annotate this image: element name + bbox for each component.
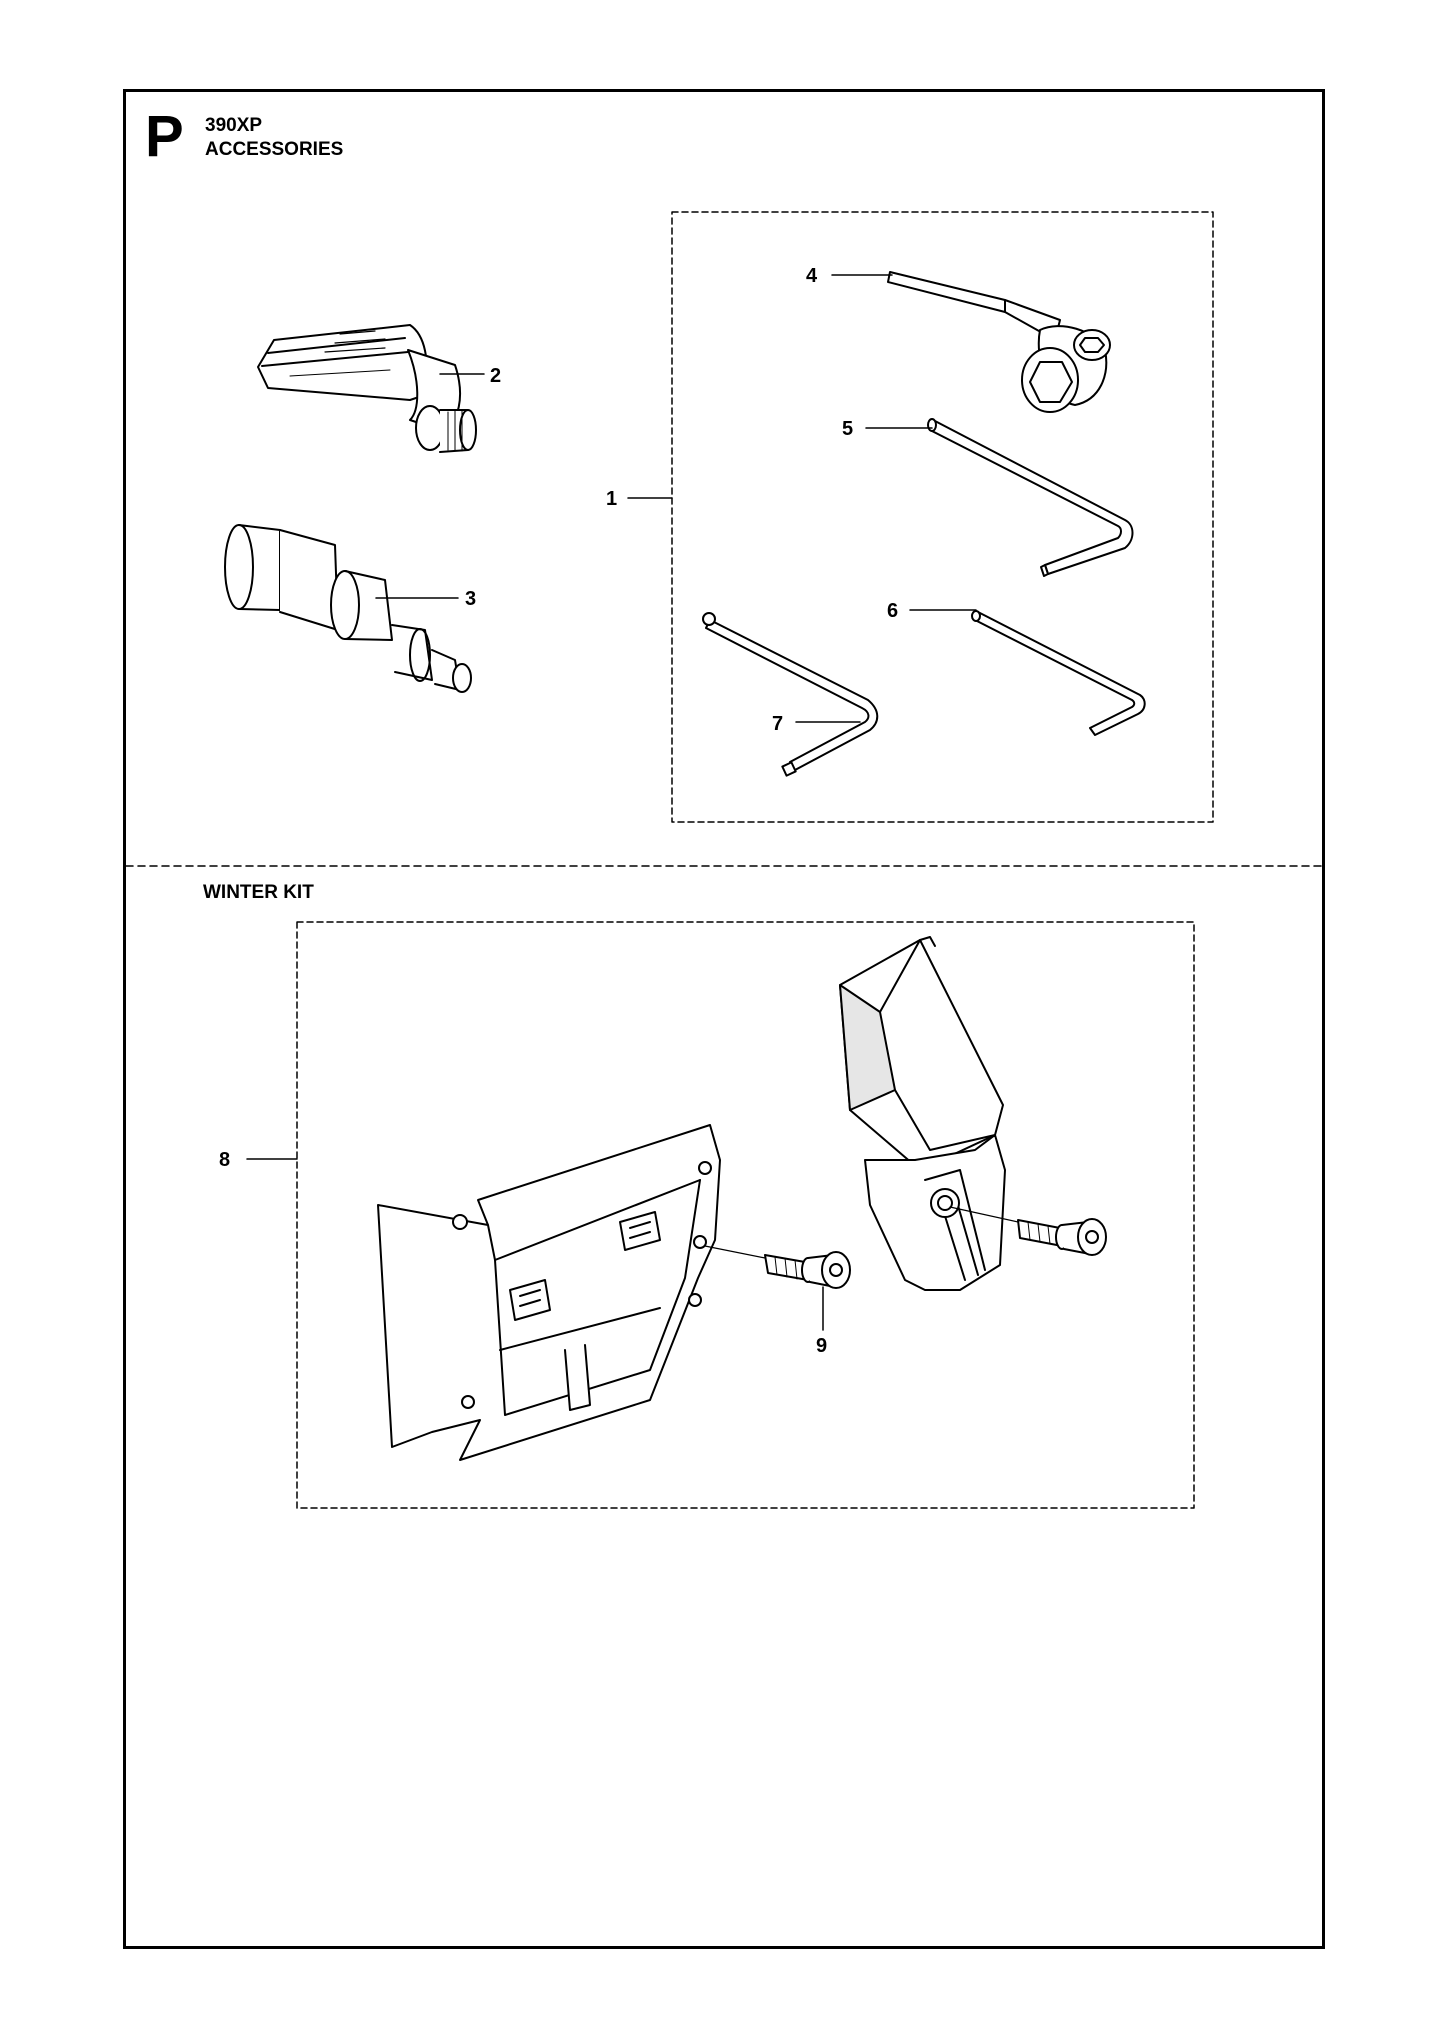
callout-8: 8 (219, 1149, 230, 1171)
model-name: 390XP (205, 115, 263, 136)
callout-9: 9 (816, 1335, 827, 1357)
grease-tube (257, 324, 477, 453)
callout-4: 4 (806, 265, 818, 287)
page-frame (123, 89, 1325, 1949)
hex-key-small (971, 610, 1146, 736)
hex-key-ball-end (702, 612, 879, 777)
callout-5: 5 (842, 418, 853, 440)
winter-kit-title: WINTER KIT (203, 882, 314, 903)
screw-left (764, 1251, 851, 1289)
combination-spanner (887, 271, 1111, 413)
section-letter: P (145, 104, 184, 169)
screw-axis-right (949, 1206, 1019, 1223)
winter-kit-clip-right (619, 1211, 661, 1251)
tool-kit-box (671, 211, 1214, 823)
callout-2: 2 (490, 365, 501, 387)
callout-3: 3 (465, 588, 476, 610)
winter-kit-panel (377, 1124, 721, 1461)
piston-stop (224, 524, 472, 693)
hex-key-large (927, 418, 1134, 577)
winter-kit-clip-left (509, 1279, 551, 1321)
section-title: ACCESSORIES (205, 139, 344, 160)
callout-7: 7 (772, 713, 783, 735)
screw-axis-left (704, 1245, 766, 1259)
winter-kit-box (296, 921, 1195, 1509)
callout-6: 6 (887, 600, 898, 622)
screw-right (1017, 1218, 1107, 1256)
winter-kit-cover (839, 936, 1006, 1291)
callout-1: 1 (606, 488, 617, 510)
